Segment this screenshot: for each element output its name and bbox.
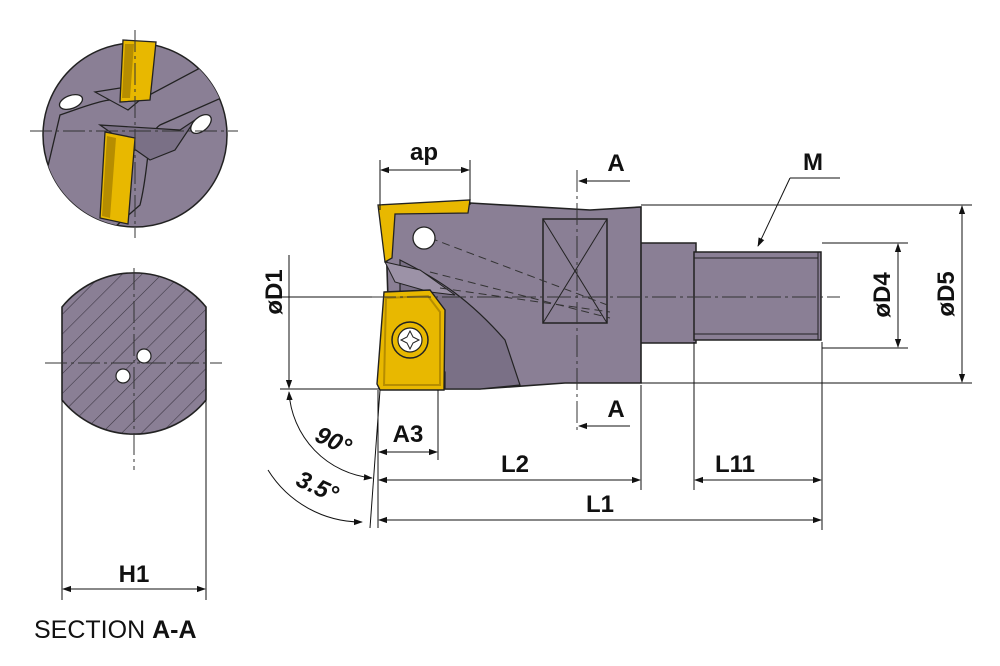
section-coolant-hole-1 — [136, 348, 152, 364]
label-angle-3-5: 3.5° — [292, 466, 343, 509]
shank-neck — [639, 242, 697, 344]
angle-arc-90 — [286, 391, 373, 481]
label-section-a-top: A — [607, 150, 624, 177]
label-d4: øD4 — [869, 272, 896, 318]
caption-section-id: A-A — [152, 616, 197, 644]
label-h1: H1 — [119, 561, 150, 588]
label-m: M — [803, 149, 823, 176]
label-ap: ap — [410, 139, 438, 166]
caption-prefix: SECTION — [34, 616, 153, 644]
section-a-a: H1 — [45, 268, 222, 600]
end-view-coolant-hole-left — [58, 93, 84, 111]
label-a3: A3 — [393, 421, 424, 448]
label-section-a-bottom: A — [607, 396, 624, 423]
label-d1: øD1 — [261, 269, 288, 314]
label-d5: øD5 — [933, 271, 960, 316]
end-view — [30, 30, 238, 238]
section-coolant-hole-2 — [115, 368, 131, 384]
torx-icon — [399, 329, 421, 351]
side-view — [372, 199, 840, 391]
label-l2: L2 — [501, 451, 529, 478]
label-l1: L1 — [586, 491, 614, 518]
label-l11: L11 — [715, 451, 755, 478]
dimensions: ap A A M øD5 øD4 øD1 90° 3.5° — [261, 139, 972, 530]
angle-arc-3-5 — [267, 469, 363, 526]
side-coolant-hole — [412, 226, 436, 250]
end-view-coolant-hole-right — [190, 113, 212, 135]
threaded-shank — [693, 251, 822, 341]
section-caption: SECTION A-A — [34, 616, 197, 645]
label-angle-90: 90° — [311, 421, 356, 461]
